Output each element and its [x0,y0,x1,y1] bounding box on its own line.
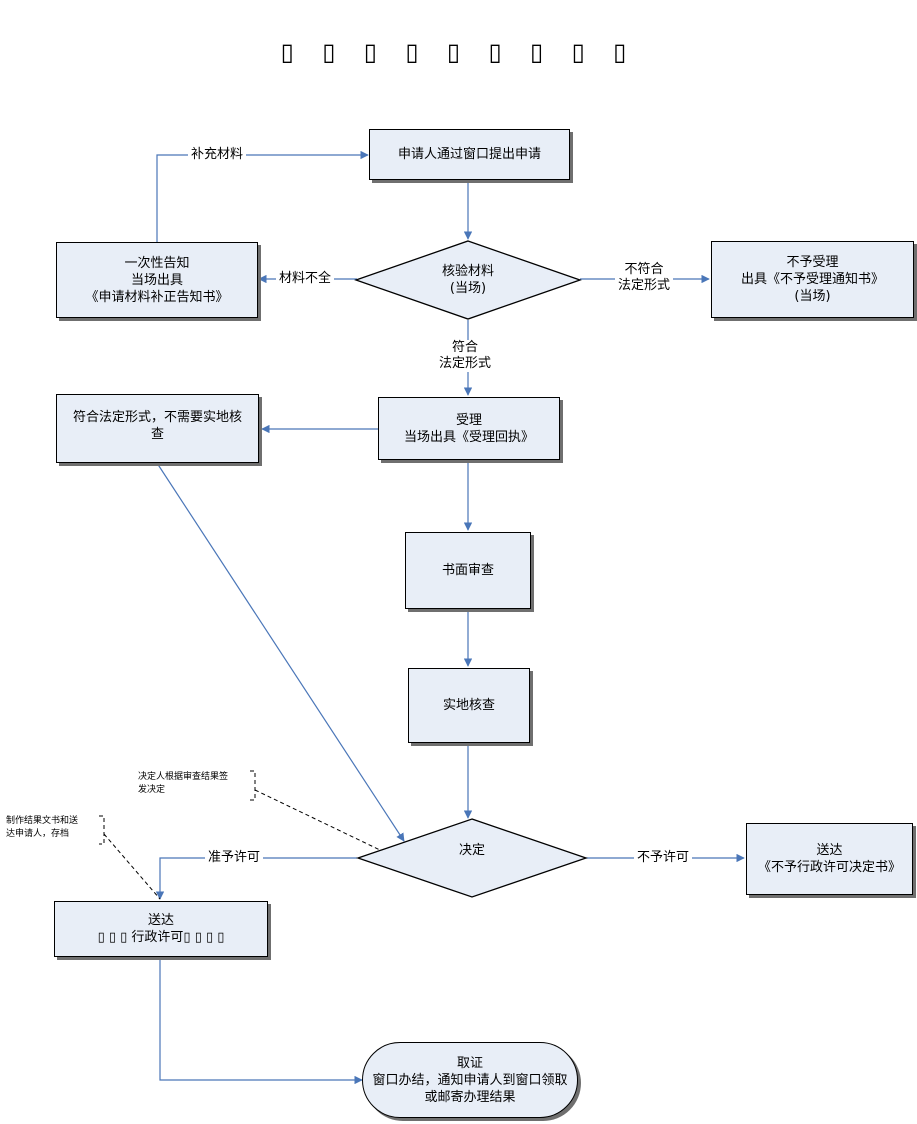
node-notify-line2: 当场出具 [130,272,183,288]
node-collect-line2: 窗口办结，通知申请人到窗口领取 [372,1072,568,1088]
node-notify-once: 一次性告知 当场出具 《申请材料补正告知书》 [56,242,258,318]
edge-grant [155,857,357,900]
note-make-docs-line2: 达申请人，存档 [6,829,70,839]
callout-decider [250,770,256,801]
node-written-review: 书面审查 [405,532,531,609]
label-conform-line2: 法定形式 [439,356,492,371]
node-verify-line1: 核验材料 [441,264,494,279]
label-conform-line1: 符合 [452,340,479,355]
node-notify-line1: 一次性告知 [124,255,190,271]
node-deliver-permit-line2: ▯ ▯ ▯ 行政许可▯ ▯ ▯ ▯ [97,930,225,945]
node-deliver-deny-line1: 送达 [816,843,843,858]
node-reject-line1: 不予受理 [786,255,839,270]
label-nonconform: 不符合 法定形式 [615,262,674,294]
note-decider-line2: 发决定 [138,785,166,795]
node-site-check-line: 实地核查 [442,698,495,713]
page-title: ▯ ▯ ▯ ▯ ▯ ▯ ▯ ▯ ▯ [280,38,637,66]
node-collect-line1: 取证 [456,1055,483,1071]
node-deliver-deny: 送达 《不予行政许可决定书》 [746,823,913,895]
node-verify-line2: (当场) [449,281,487,296]
node-written-review-line: 书面审查 [441,563,494,578]
node-apply-line: 申请人通过窗口提出申请 [397,147,541,162]
node-decision-label: 决定 [432,840,512,860]
node-decision-line: 决定 [458,842,485,858]
note-decider-line1: 决定人根据审查结果签 [138,772,229,782]
diamond-decision [355,818,589,898]
node-verify-label: 核验材料 (当场) [408,262,528,298]
node-accept-line2: 当场出具《受理回执》 [403,429,534,445]
node-deliver-permit: 送达 ▯ ▯ ▯ 行政许可▯ ▯ ▯ ▯ [54,901,268,957]
label-conform: 符合 法定形式 [436,340,495,372]
label-incomplete: 材料不全 [276,271,335,287]
label-nonconform-line1: 不符合 [624,262,664,277]
node-reject-line2: 出具《不予受理通知书》 [740,272,884,287]
node-deliver-permit-line1: 送达 [147,913,174,928]
edge-supplement [156,150,369,242]
node-accept-line1: 受理 [455,412,482,428]
diamond-verify [354,240,582,320]
callout-make-docs [99,815,105,845]
node-no-site-check: 符合法定形式，不需要实地核 查 [56,394,259,463]
label-supplement: 补充材料 [188,147,247,163]
node-collect-line3: 或邮寄办理结果 [424,1089,516,1105]
node-reject-line3: (当场) [794,289,831,304]
node-notify-line3: 《申请材料补正告知书》 [85,289,229,305]
node-reject-accept: 不予受理 出具《不予受理通知书》 (当场) [711,241,914,318]
node-collect: 取证 窗口办结，通知申请人到窗口领取 或邮寄办理结果 [362,1042,578,1118]
node-no-site-line2: 查 [150,427,164,442]
node-deliver-deny-line2: 《不予行政许可决定书》 [757,860,901,875]
node-no-site-line1: 符合法定形式，不需要实地核 [72,410,242,425]
edge-permit-collect [159,958,363,1085]
label-deny: 不予许可 [634,850,693,866]
note-decider: 决定人根据审查结果签 发决定 [138,771,228,797]
node-site-check: 实地核查 [408,668,530,743]
node-apply: 申请人通过窗口提出申请 [369,129,570,180]
callout-make-docs-line [103,833,161,900]
note-make-docs-line1: 制作结果文书和送 [6,816,79,826]
node-accept: 受理 当场出具《受理回执》 [378,397,560,460]
label-grant: 准予许可 [205,850,264,866]
callout-decider-line [254,789,381,851]
label-nonconform-line2: 法定形式 [618,278,671,293]
edge-no-site-decision [156,462,405,842]
note-make-docs: 制作结果文书和送 达申请人，存档 [6,815,78,841]
